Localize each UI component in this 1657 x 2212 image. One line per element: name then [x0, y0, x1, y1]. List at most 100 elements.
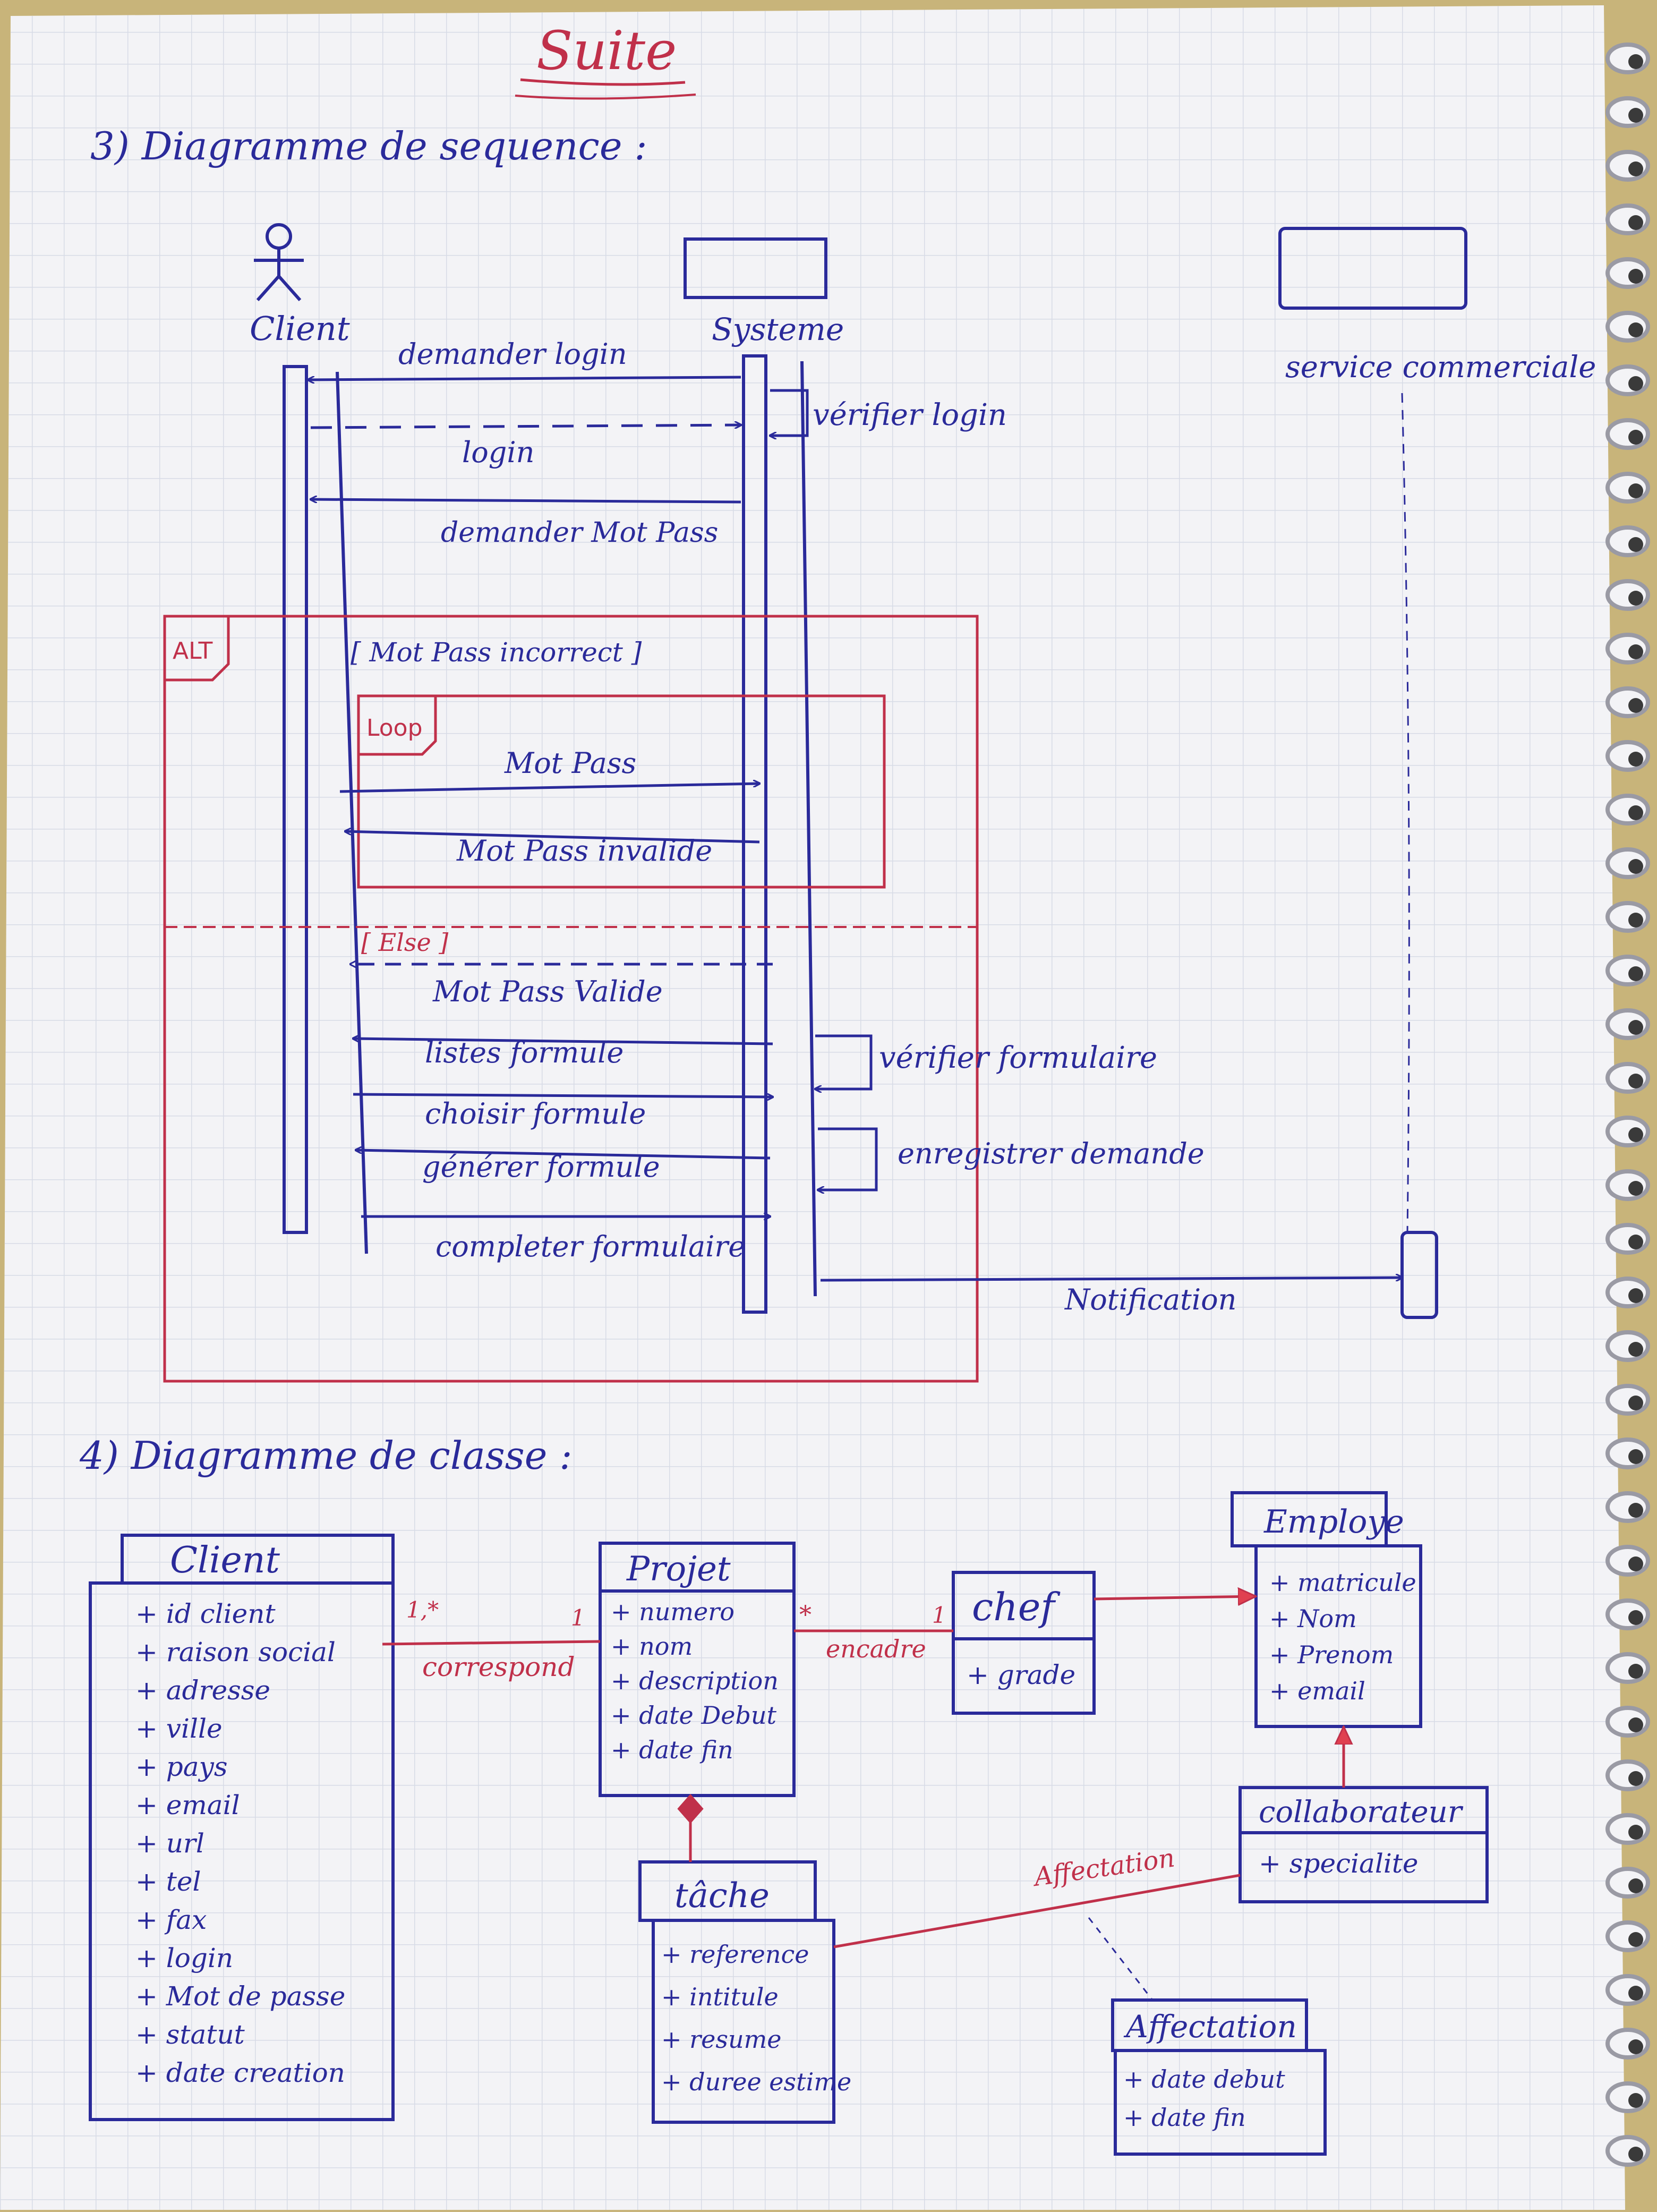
spiral-hole	[1628, 215, 1643, 230]
page-title: Suite	[536, 20, 677, 82]
class-name: Client	[170, 1539, 280, 1581]
spiral-hole	[1628, 483, 1643, 498]
spiral-hole	[1628, 698, 1643, 713]
multiplicity-projet-right: *	[799, 1600, 812, 1629]
class-attribute: + date Debut	[611, 1701, 777, 1730]
self-message-arrow-1	[770, 389, 809, 436]
spiral-hole	[1628, 1556, 1643, 1571]
spiral-hole	[1628, 1288, 1643, 1303]
class-attribute: + url	[135, 1828, 204, 1859]
spiral-hole	[1628, 1717, 1643, 1732]
chef-attributes: + grade	[967, 1660, 1075, 1690]
class-attribute: + Prenom	[1269, 1640, 1394, 1669]
class-name: chef	[972, 1585, 1061, 1629]
projet-attributes: + numero + nom + description + date Debut + …	[611, 1597, 779, 1764]
class-client: Client	[89, 1534, 395, 2121]
spiral-hole	[1628, 1020, 1643, 1035]
message-arrow-4	[339, 784, 759, 793]
lifeline-system-box	[684, 237, 827, 299]
class-attribute: + description	[611, 1666, 779, 1695]
spiral-hole	[1628, 1986, 1643, 2001]
spiral-hole	[1628, 376, 1643, 391]
spiral-hole	[1628, 1771, 1643, 1786]
class-attribute: + date fin	[611, 1735, 733, 1764]
spiral-hole	[1628, 1932, 1643, 1947]
spiral-hole	[1628, 2093, 1643, 2108]
class-attribute: + intitule	[661, 1983, 779, 2011]
spiral-hole	[1628, 1878, 1643, 1893]
message-arrow-1	[308, 376, 741, 380]
activation-client-edge	[336, 371, 368, 1254]
spiral-hole	[1628, 966, 1643, 981]
spiral-hole	[1628, 591, 1643, 606]
class-tache: tâche	[638, 1860, 835, 2124]
spiral-hole	[1628, 913, 1643, 928]
message-arrow-9	[356, 1150, 771, 1160]
class-attribute: + Mot de passe	[135, 1981, 345, 2012]
spiral-hole	[1628, 1342, 1643, 1357]
spiral-hole	[1628, 1610, 1643, 1625]
actor-icon	[254, 223, 304, 301]
association-encadre-label: encadre	[826, 1635, 926, 1663]
class-attribute: + matricule	[1269, 1568, 1416, 1597]
spiral-hole	[1628, 430, 1643, 445]
activation-client	[283, 365, 308, 1234]
class-body	[952, 1637, 1096, 1715]
message-completer-formulaire: completer formulaire	[435, 1230, 745, 1263]
message-arrow-2	[310, 425, 741, 429]
spiral-hole	[1628, 644, 1643, 659]
class-attribute: + email	[1269, 1677, 1365, 1705]
spiral-binding	[1605, 42, 1650, 2167]
message-choisir-formule: choisir formule	[425, 1097, 646, 1130]
class-attribute: + id client	[135, 1598, 276, 1629]
class-name: Affectation	[1123, 2009, 1297, 2045]
lifeline-system-label: Systeme	[712, 311, 844, 347]
fragment-loop-label: Loop	[366, 714, 423, 742]
spiral-hole	[1628, 1503, 1643, 1518]
class-attribute: + statut	[135, 2019, 245, 2050]
spiral-hole	[1628, 1449, 1643, 1464]
self-message-enregistrer-demande: enregistrer demande	[898, 1137, 1205, 1170]
class-chef: chef	[952, 1571, 1096, 1715]
message-arrow-7	[353, 1039, 773, 1045]
spiral-hole	[1628, 1664, 1643, 1679]
title-underline	[515, 93, 696, 100]
message-generer-formule: générer formule	[422, 1150, 660, 1184]
class-attribute: + pays	[135, 1751, 228, 1782]
self-message-verifier-formulaire: vérifier formulaire	[879, 1041, 1157, 1075]
self-message-arrow-2	[815, 1034, 873, 1089]
fragment-alt-tab	[163, 615, 230, 682]
spiral-hole	[1628, 2039, 1643, 2054]
message-demander-login: demander login	[398, 337, 627, 371]
class-body	[1114, 2049, 1327, 2156]
class-name: collaborateur	[1259, 1795, 1464, 1830]
class-attribute: + nom	[611, 1632, 693, 1661]
self-message-verifier-login: vérifier login	[813, 398, 1007, 432]
fragment-guard-else: [ Else ]	[361, 928, 448, 957]
class-attribute: + date creation	[135, 2057, 345, 2088]
multiplicity-client: 1,*	[406, 1597, 439, 1623]
spiral-hole	[1628, 752, 1643, 767]
association-class-link	[1088, 1917, 1154, 2001]
class-attribute: + resume	[661, 2025, 781, 2054]
client-attributes: + id client+ raison social+ adresse+ vil…	[135, 1598, 345, 2088]
class-name: Projet	[626, 1550, 731, 1589]
class-attribute: + numero	[611, 1597, 734, 1626]
association-correspond	[382, 1640, 601, 1646]
spiral-hole	[1628, 1235, 1643, 1249]
class-attribute: + reference	[661, 1940, 809, 1969]
class-employe: Employe	[1231, 1491, 1422, 1728]
employe-attributes: + matricule+ Nom+ Prenom+ email	[1269, 1568, 1416, 1705]
collaborateur-attributes: + specialite	[1259, 1848, 1419, 1879]
spiral-hole	[1628, 1181, 1643, 1196]
spiral-hole	[1628, 1396, 1643, 1410]
spiral-hole	[1628, 805, 1643, 820]
affectation-attributes: + date debut+ date fin	[1123, 2065, 1285, 2132]
class-name: Employe	[1263, 1503, 1404, 1541]
section-3-heading: 3) Diagramme de sequence :	[90, 124, 647, 168]
class-attribute: + specialite	[1259, 1848, 1419, 1879]
class-projet: Projet	[599, 1542, 796, 1797]
title-underline	[520, 78, 686, 86]
message-listes-formule: listes formule	[425, 1036, 623, 1069]
